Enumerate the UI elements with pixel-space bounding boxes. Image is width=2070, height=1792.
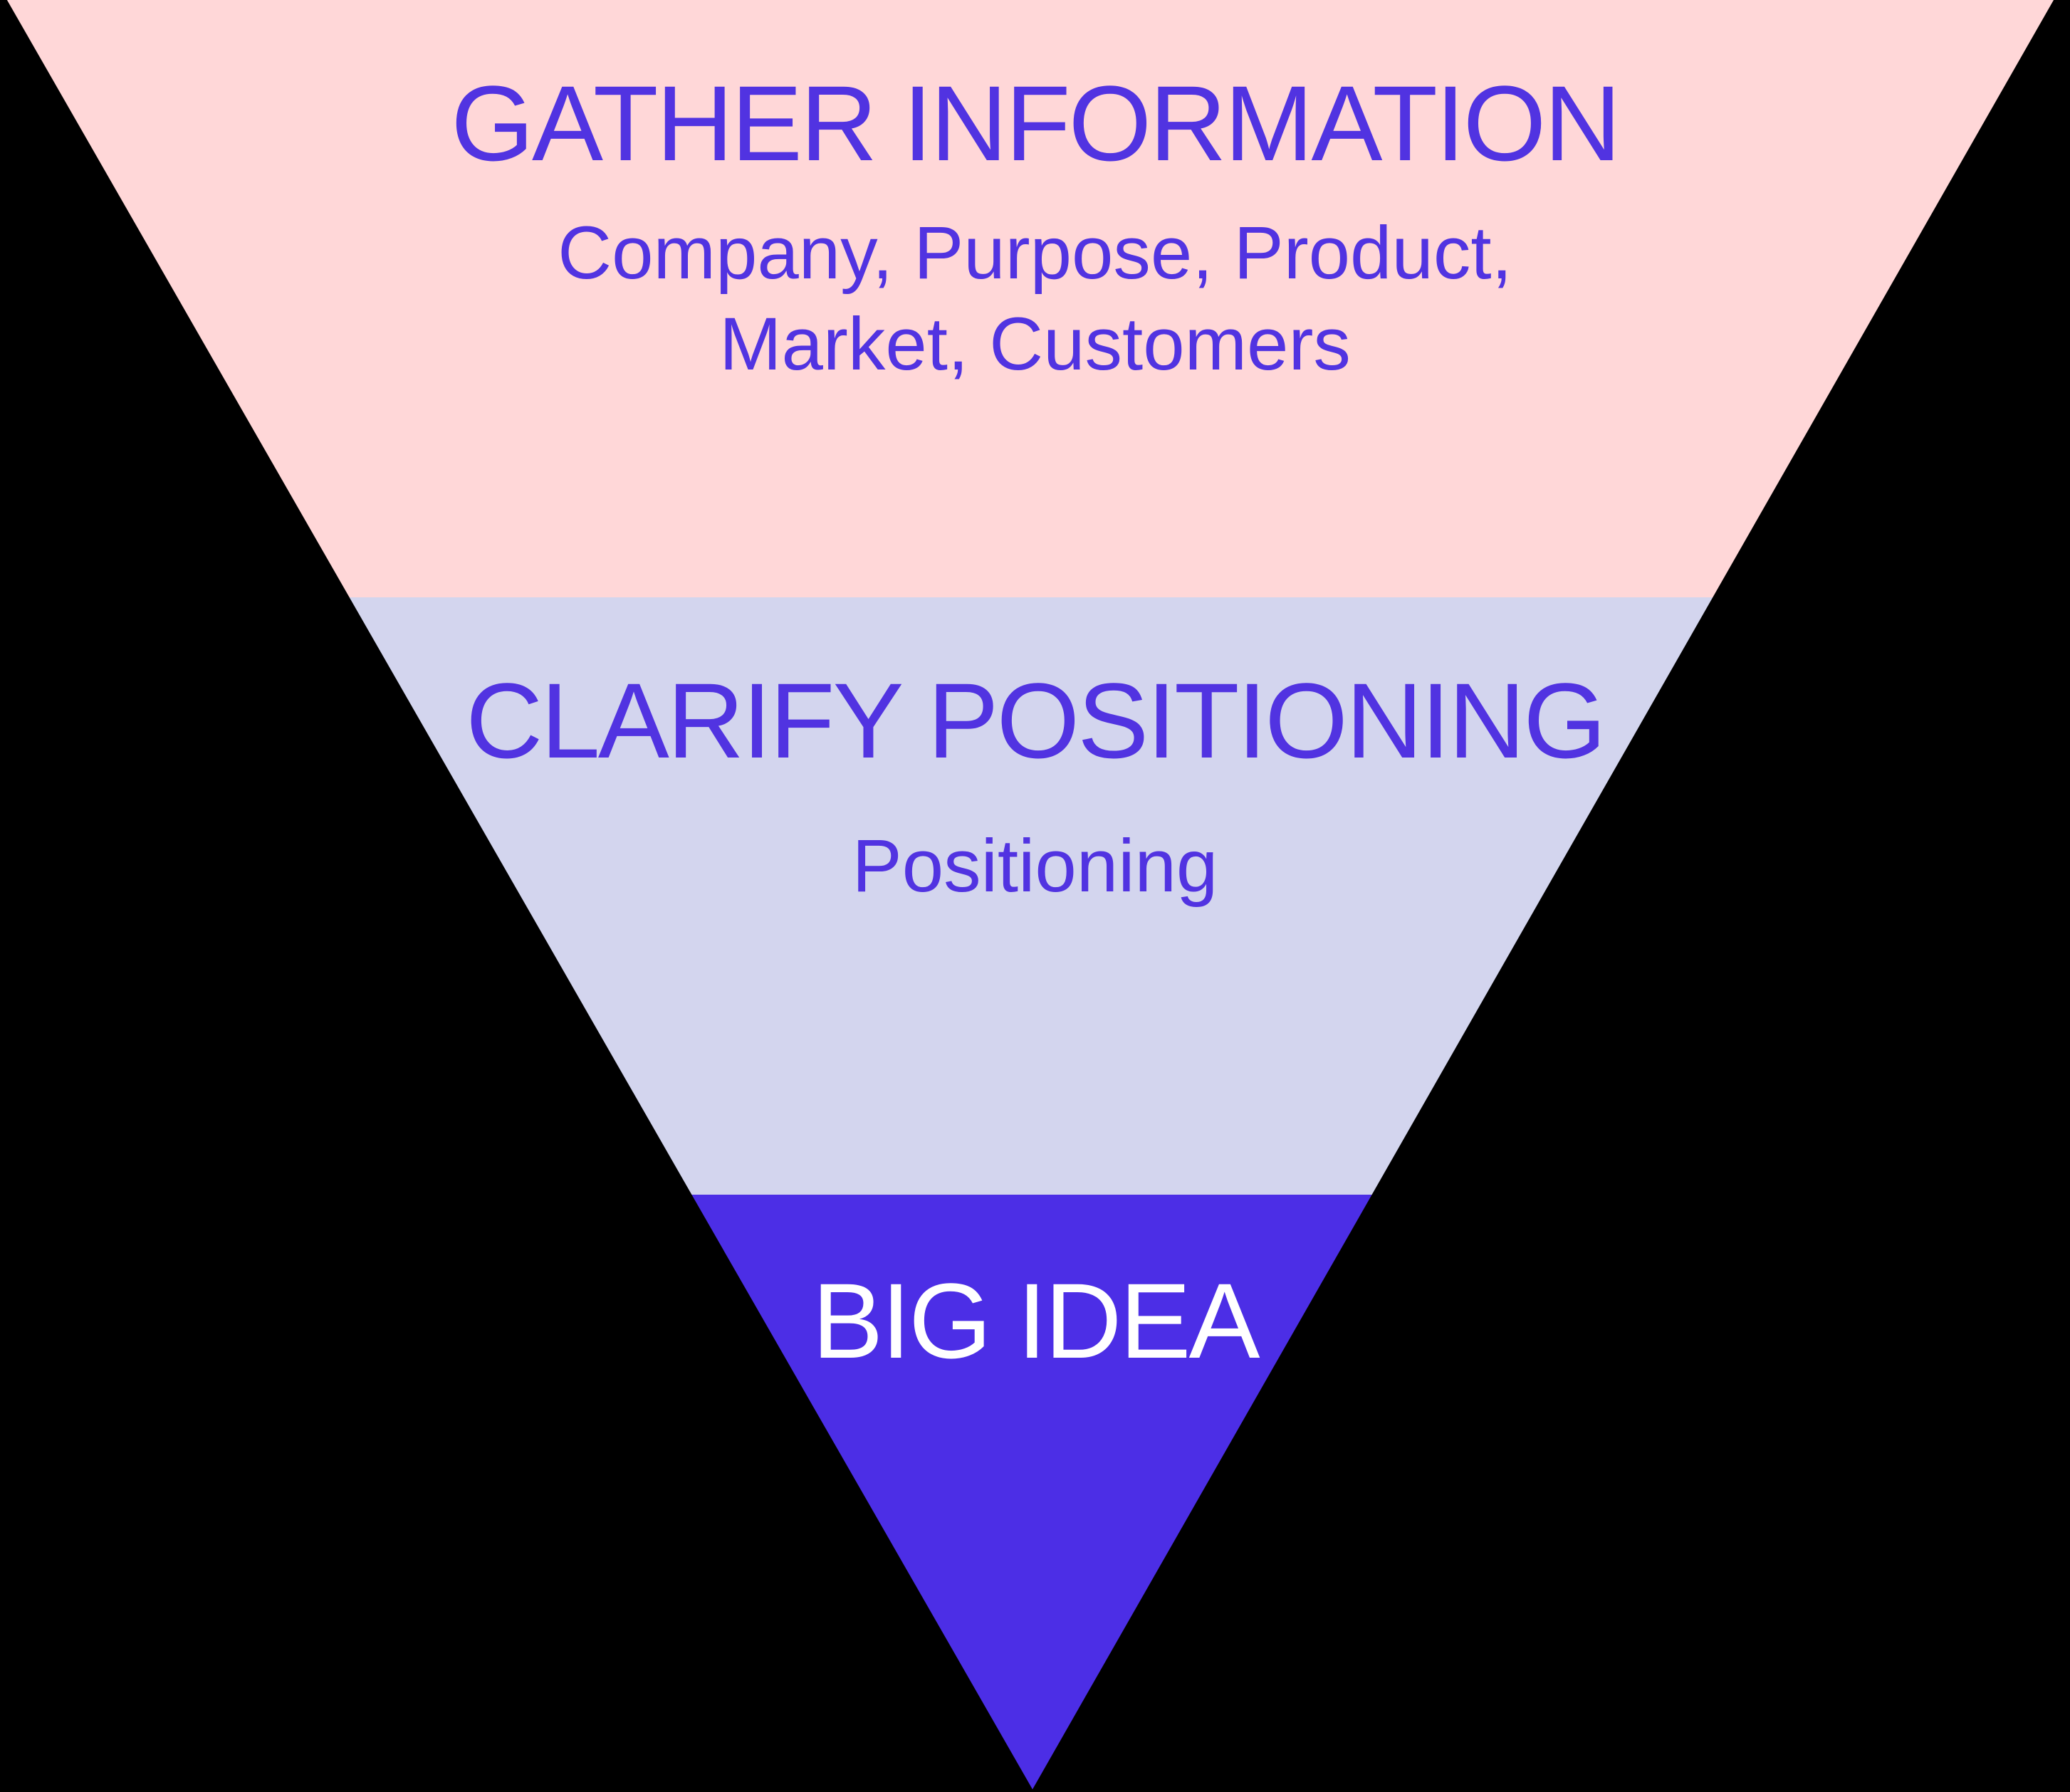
- funnel-section-big-idea: BIG IDEA: [6, 1195, 2054, 1790]
- subtitle-line-2: Market, Customers: [719, 303, 1351, 386]
- subtitle-line-1: Company, Purpose, Product,: [558, 211, 1512, 295]
- section-subtitle-gather-information: Company, Purpose, Product, Market, Custo…: [7, 208, 2054, 390]
- funnel-section-gather-information: GATHER INFORMATION Company, Purpose, Pro…: [6, 0, 2054, 597]
- section-title-big-idea: BIG IDEA: [812, 1261, 1260, 1380]
- section-title-gather-information: GATHER INFORMATION: [451, 63, 1621, 183]
- funnel-section-clarify-positioning: CLARIFY POSITIONING Positioning: [6, 597, 2054, 1195]
- section-title-clarify-positioning: CLARIFY POSITIONING: [466, 661, 1606, 780]
- section-subtitle-clarify-positioning: Positioning: [852, 824, 1218, 908]
